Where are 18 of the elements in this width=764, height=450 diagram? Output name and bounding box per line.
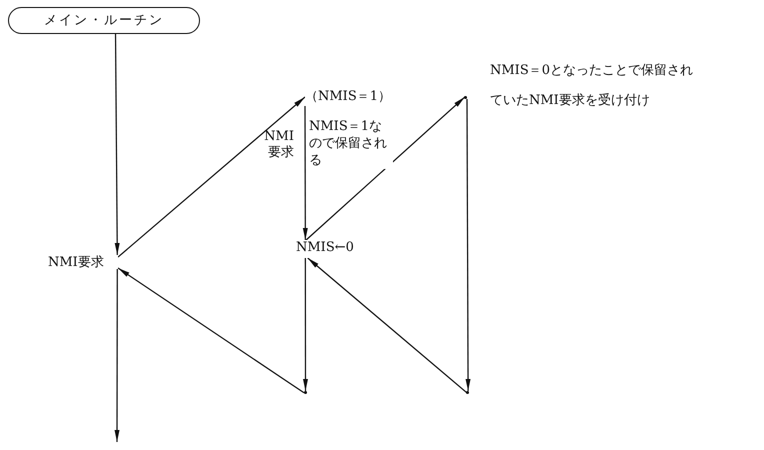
arrow <box>466 99 471 391</box>
arrow <box>114 34 120 255</box>
annotation-text: NMIS＝1なので保留される <box>309 118 393 169</box>
terminal-label: メイン・ルーチン <box>44 13 164 28</box>
arrow <box>306 96 466 240</box>
node-label: NMI要求 <box>48 255 118 269</box>
arrow <box>118 96 306 258</box>
arrow <box>114 269 120 442</box>
junction-point <box>304 391 307 394</box>
arrow <box>118 268 304 394</box>
terminal-shape <box>8 7 200 34</box>
arrow <box>302 106 308 240</box>
arrow <box>302 258 308 391</box>
junction-point <box>466 391 469 394</box>
junction-point <box>464 96 467 99</box>
annotation-text: NMI要求 <box>263 129 294 161</box>
note-text: NMIS＝0となったことで保留されていたNMI要求を受け付け <box>490 62 694 110</box>
arrow <box>307 258 468 394</box>
